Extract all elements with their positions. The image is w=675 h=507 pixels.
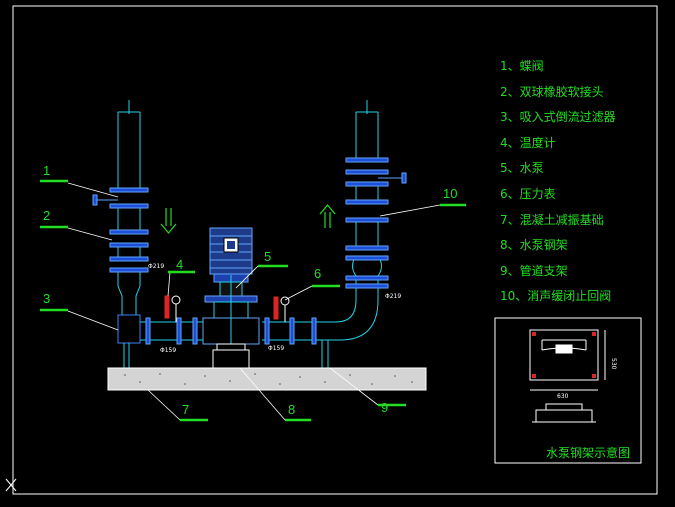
dim-frame-height: 530 <box>610 358 617 370</box>
callout-4: 4 <box>176 257 183 272</box>
legend-item: 4、温度计 <box>500 135 556 150</box>
callout-6: 6 <box>314 266 321 281</box>
callout-7: 7 <box>182 402 189 417</box>
legend-item: 5、水泵 <box>500 161 544 176</box>
dim-inlet-dia: Φ219 <box>148 263 164 270</box>
legend-item: 10、消声缓闭止回阀 <box>500 289 612 304</box>
callout-9: 9 <box>381 400 388 415</box>
leader-lines <box>67 182 441 421</box>
legend-item: 3、吸入式倒流过滤器 <box>500 110 616 125</box>
callout-1: 1 <box>43 163 50 178</box>
dim-frame-width: 630 <box>557 393 569 400</box>
callout-2: 2 <box>43 208 50 223</box>
dim-suction-dia: Φ159 <box>160 347 176 354</box>
discharge-elbow <box>318 100 382 368</box>
callout-5: 5 <box>264 249 271 264</box>
pump-motor <box>202 227 260 369</box>
thermometer-icon <box>164 295 181 322</box>
callout-8: 8 <box>288 402 295 417</box>
detail-bolts <box>532 332 596 378</box>
flow-up-arrow-icon <box>319 204 336 228</box>
flow-down-arrow-icon <box>160 208 177 234</box>
callout-10: 10 <box>443 186 457 201</box>
concrete-foundation <box>107 367 427 391</box>
detail-frame <box>494 317 642 464</box>
discharge-flanges <box>345 157 407 289</box>
detail-caption: 水泵钢架示意图 <box>546 446 631 460</box>
legend-item: 1、蝶阀 <box>500 59 544 73</box>
legend-item: 2、双球橡胶软接头 <box>500 84 604 99</box>
pump-frame-detail <box>529 329 606 423</box>
horizontal-flanges <box>145 317 317 345</box>
dim-discharge-dia: Φ159 <box>268 345 284 352</box>
dim-outlet-dia: Φ219 <box>385 293 401 300</box>
suction-flanges <box>92 187 149 273</box>
suction-riser <box>117 100 141 315</box>
legend-item: 7、混凝土减振基础 <box>500 212 604 227</box>
legend-item: 6、压力表 <box>500 187 556 201</box>
callout-underlines <box>40 179 466 422</box>
callout-3: 3 <box>43 291 50 306</box>
legend-item: 9、管道支架 <box>500 263 568 278</box>
ucs-icon <box>5 478 17 492</box>
legend-item: 8、水泵钢架 <box>500 238 568 253</box>
drawing-border <box>12 5 658 495</box>
pressure-gauge-icon <box>273 296 290 322</box>
